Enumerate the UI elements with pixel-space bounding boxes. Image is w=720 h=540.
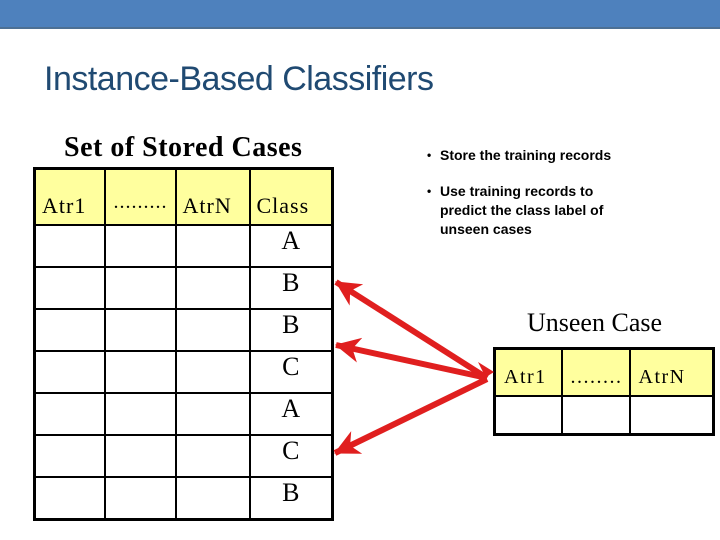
unseen-header-row: Atr1........AtrN: [493, 347, 715, 397]
unseen-column-header: Atr1: [493, 347, 563, 397]
stored-record-row: B: [33, 266, 334, 310]
empty-attr-cell: [628, 395, 715, 436]
empty-attr-cell: [103, 308, 177, 352]
class-value-cell: C: [248, 434, 334, 478]
empty-attr-cell: [174, 392, 251, 436]
class-value-cell: A: [248, 392, 334, 436]
empty-attr-cell: [33, 224, 106, 268]
stored-record-row: C: [33, 434, 334, 478]
accent-top-bar: [0, 0, 720, 29]
stored-column-header: AtrN: [174, 167, 251, 226]
unseen-case-table: Atr1........AtrN: [493, 347, 715, 436]
empty-attr-cell: [174, 308, 251, 352]
empty-attr-cell: [103, 392, 177, 436]
empty-attr-cell: [103, 434, 177, 478]
unseen-column-header: ........: [560, 347, 631, 397]
empty-attr-cell: [103, 266, 177, 310]
empty-attr-cell: [174, 434, 251, 478]
bullet-icon: •: [427, 148, 432, 162]
empty-attr-cell: [174, 224, 251, 268]
stored-record-row: B: [33, 476, 334, 521]
stored-column-header: Atr1: [33, 167, 106, 226]
empty-attr-cell: [33, 266, 106, 310]
stored-cases-label: Set of Stored Cases: [64, 132, 303, 163]
bullet-icon: •: [427, 184, 432, 198]
empty-attr-cell: [493, 395, 563, 436]
stored-record-row: A: [33, 392, 334, 436]
empty-attr-cell: [33, 350, 106, 394]
bullet-item: • Store the training records: [427, 146, 657, 165]
bullet-list: • Store the training records • Use train…: [427, 146, 657, 239]
unseen-column-header: AtrN: [628, 347, 715, 397]
bullet-item: • Use training records to predict the cl…: [427, 182, 657, 239]
empty-attr-cell: [103, 476, 177, 521]
arrow-head-unseen-icon: [478, 362, 494, 382]
class-value-cell: B: [248, 266, 334, 310]
unseen-record-row: [493, 395, 715, 436]
empty-attr-cell: [33, 434, 106, 478]
stored-column-header: .........: [103, 167, 177, 226]
arrow-to-row-b: [334, 279, 489, 381]
empty-attr-cell: [560, 395, 631, 436]
empty-attr-cell: [174, 350, 251, 394]
stored-record-row: A: [33, 224, 334, 268]
bullet-text: Store the training records: [440, 147, 612, 163]
stored-record-row: B: [33, 308, 334, 352]
class-value-cell: B: [248, 476, 334, 521]
empty-attr-cell: [103, 350, 177, 394]
stored-column-header: Class: [248, 167, 334, 226]
empty-attr-cell: [33, 476, 106, 521]
class-value-cell: B: [248, 308, 334, 352]
class-value-cell: A: [248, 224, 334, 268]
class-value-cell: C: [248, 350, 334, 394]
arrow-to-row-c: [334, 337, 488, 381]
stored-record-row: C: [33, 350, 334, 394]
empty-attr-cell: [174, 266, 251, 310]
arrow-to-row-b2: [333, 376, 489, 456]
bullet-text: Use training records to predict the clas…: [440, 183, 604, 237]
empty-attr-cell: [33, 308, 106, 352]
empty-attr-cell: [103, 224, 177, 268]
unseen-case-label: Unseen Case: [527, 308, 663, 337]
empty-attr-cell: [174, 476, 251, 521]
empty-attr-cell: [33, 392, 106, 436]
page-title: Instance-Based Classifiers: [44, 60, 434, 98]
